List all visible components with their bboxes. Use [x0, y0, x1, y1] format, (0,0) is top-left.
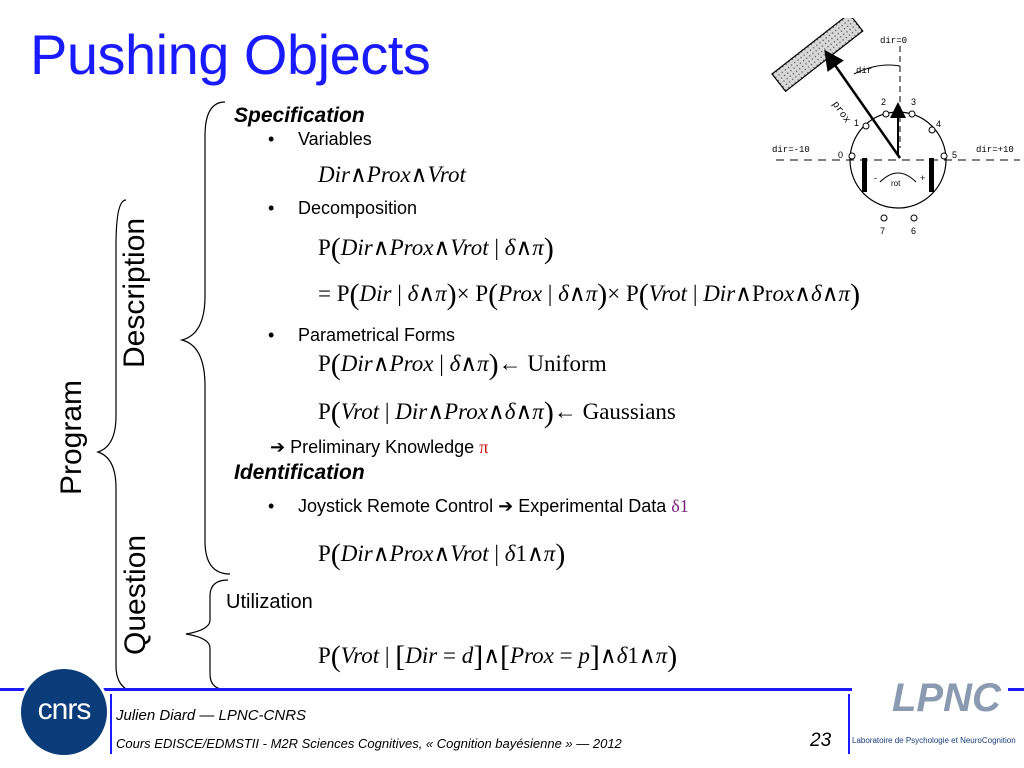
parametrical-label: Parametrical Forms	[298, 325, 456, 345]
decomposition-formula: = P(Dir | δ∧π)× P(Prox | δ∧π)× P(Vrot | …	[318, 278, 861, 311]
joint-formula: P(Dir∧Prox∧Vrot | δ∧π)	[318, 232, 554, 265]
sensor-7: 7	[880, 226, 885, 236]
identification-heading: Identification	[234, 461, 365, 484]
sensor-2: 2	[881, 97, 886, 107]
sensor-6: 6	[911, 226, 916, 236]
question-formula: P(Vrot | [Dir = d]∧[Prox = p]∧δ1∧π)	[318, 640, 678, 673]
left-wheel	[862, 158, 867, 192]
utilization-label: Utilization	[226, 591, 313, 613]
cnrs-logo: cnrs	[18, 666, 110, 758]
uniform-formula: P(Dir∧Prox | δ∧π)← Uniform	[318, 348, 607, 381]
page-title: Pushing Objects	[30, 23, 431, 86]
prox-label: prox	[829, 100, 852, 126]
object-rectangle	[771, 18, 864, 93]
variables-formula: Dir∧Prox∧Vrot	[318, 162, 466, 187]
cnrs-logo-text: cnrs	[37, 693, 92, 726]
specification-heading: Specification	[234, 104, 365, 127]
decomposition-label: Decomposition	[298, 198, 418, 218]
learned-formula: P(Dir∧Prox∧Vrot | δ1∧π)	[318, 538, 566, 571]
lpnc-logo: LPNC Laboratoire de Psychologie et Neuro…	[852, 676, 1016, 752]
page-number: 23	[810, 730, 832, 751]
rot-minus: -	[874, 173, 877, 183]
joystick-label: Joystick Remote Control	[298, 496, 494, 516]
sensor-4: 4	[936, 119, 941, 129]
description-label: Description	[118, 217, 151, 368]
arrow-right-icon: ➔	[498, 496, 514, 516]
lpnc-caption: Laboratoire de Psychologie et NeuroCogni…	[852, 736, 1016, 745]
rot-label: rot	[891, 179, 901, 188]
robot-diagram: dir=0 dir prox dir=-10 dir=+10 - + rot 0…	[771, 18, 1020, 236]
preliminary-item: ➔ Preliminary Knowledge π	[270, 437, 488, 458]
footer-author: Julien Diard — LPNC-CNRS	[116, 707, 307, 724]
footer-course: Cours EDISCE/EDMSTII - M2R Sciences Cogn…	[116, 736, 622, 751]
sensor-0: 0	[838, 150, 843, 160]
decomposition-item: • Decomposition	[268, 198, 418, 219]
bullet: •	[268, 198, 275, 218]
gaussians-formula: P(Vrot | Dir∧Prox∧δ∧π)← Gaussians	[318, 396, 676, 429]
bullet: •	[268, 129, 275, 149]
footer-rule	[0, 688, 1024, 691]
rot-plus: +	[920, 173, 925, 183]
experimental-label: Experimental Data	[518, 496, 667, 516]
dir-minus10-label: dir=-10	[772, 145, 810, 155]
parametrical-item: • Parametrical Forms	[268, 325, 456, 346]
lpnc-logo-text: LPNC	[892, 676, 1001, 720]
sensor-3: 3	[911, 97, 916, 107]
variables-label: Variables	[298, 129, 372, 149]
bullet: •	[268, 496, 275, 516]
preliminary-label: Preliminary Knowledge	[290, 437, 475, 457]
dir-zero-label: dir=0	[880, 36, 907, 46]
sensor-5: 5	[952, 150, 957, 160]
question-label: Question	[119, 534, 152, 655]
program-label: Program	[55, 379, 88, 495]
joystick-item: • Joystick Remote Control ➔ Experimental…	[268, 496, 689, 517]
footer-inner	[112, 694, 848, 754]
delta-symbol: δ1	[671, 496, 689, 516]
sensor-1: 1	[854, 118, 859, 128]
right-wheel	[929, 158, 934, 192]
dir-label: dir	[856, 66, 872, 76]
arrow-right-icon: ➔	[270, 437, 286, 457]
dir-plus10-label: dir=+10	[976, 145, 1014, 155]
bullet: •	[268, 325, 275, 345]
pi-symbol: π	[479, 437, 489, 457]
brace-lines	[96, 101, 230, 695]
variables-item: • Variables	[268, 129, 372, 150]
